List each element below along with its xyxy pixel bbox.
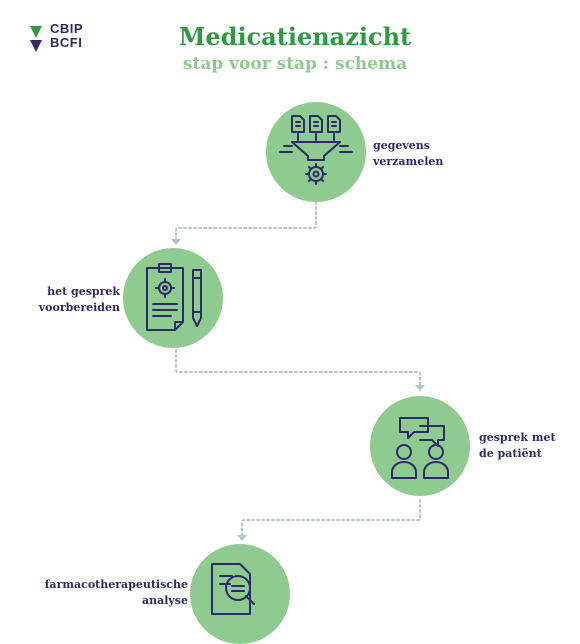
step-3-circle <box>370 396 470 496</box>
step-4-label-line-2: analyse <box>141 594 188 607</box>
logo-mark-icon <box>30 26 42 52</box>
connector-1 <box>175 201 317 241</box>
clipboard-pencil-icon <box>146 263 202 331</box>
step-1-label: gegevens verzamelen <box>373 138 463 170</box>
step-2-circle <box>123 248 223 348</box>
connector-3 <box>241 499 421 537</box>
step-3-label: gesprek met de patiënt <box>479 430 579 462</box>
step-4-circle <box>190 544 290 644</box>
logo-line-1: CBIP <box>50 21 84 36</box>
step-1-label-line-1: gegevens <box>373 139 430 152</box>
page-subtitle: stap voor stap : schema <box>182 54 408 74</box>
logo-line-2: BCFI <box>50 35 83 50</box>
connector-2 <box>175 349 421 387</box>
page-title: Medicatienazicht <box>178 22 412 51</box>
arrowhead-3 <box>237 535 247 541</box>
flow-connectors <box>171 201 425 541</box>
step-1-label-line-2: verzamelen <box>373 155 444 168</box>
step-2-label-line-1: het gesprek <box>47 285 120 298</box>
step-3-label-line-1: gesprek met <box>479 431 556 444</box>
step-2-label-line-2: voorbereiden <box>38 301 120 314</box>
step-4-label-line-1: farmacotherapeutische <box>44 578 188 591</box>
step-1-circle <box>266 102 366 202</box>
arrowhead-1 <box>171 239 181 245</box>
step-3-label-line-2: de patiënt <box>479 447 542 460</box>
arrowhead-2 <box>415 385 425 391</box>
cbip-logo: CBIP BCFI <box>28 22 108 58</box>
document-magnifier-icon <box>211 563 255 615</box>
conversation-people-icon <box>391 417 449 479</box>
step-2-label: het gesprek voorbereiden <box>20 284 120 316</box>
logo-text: CBIP BCFI <box>50 22 83 50</box>
data-funnel-icon <box>279 115 353 185</box>
step-4-label: farmacotherapeutische analyse <box>28 577 188 609</box>
